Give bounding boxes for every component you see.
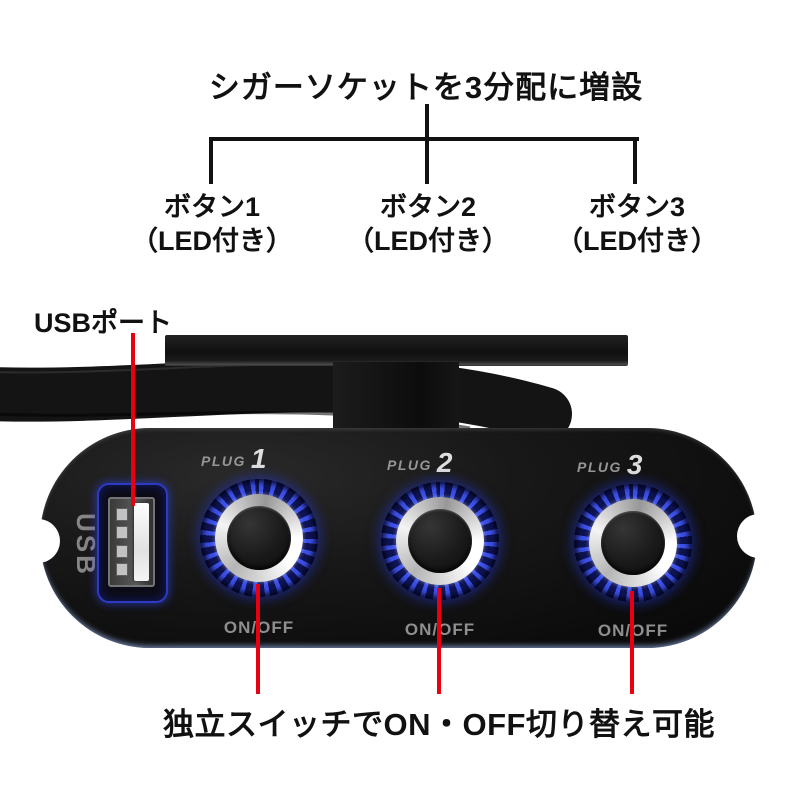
- branch-label-button2: ボタン2 （LED付き）: [347, 190, 509, 258]
- plug-1-label: PLUG 1: [201, 443, 267, 474]
- leader-line-plug3: [630, 591, 634, 694]
- plug-1-silver-ring: [215, 494, 303, 582]
- plug-3-power-button: [574, 484, 692, 602]
- plug-1-word: PLUG: [201, 453, 246, 469]
- plug-3-button-face: [601, 511, 665, 575]
- button1-name: ボタン1: [163, 192, 261, 222]
- plug-3-label: PLUG 3: [577, 449, 643, 480]
- mount-stem: [333, 362, 459, 432]
- usb-port-label: USBポート: [33, 308, 173, 338]
- bottom-caption: 独立スイッチでON・OFF切り替え可能: [163, 707, 715, 742]
- bracket-drop-2: [425, 137, 429, 184]
- bracket-bar: [209, 137, 639, 141]
- usb-socket: [108, 497, 155, 587]
- left-edge-notch: [16, 519, 60, 563]
- plug-2-power-button: [381, 482, 499, 600]
- usb-tongue: [134, 503, 149, 581]
- plug-2-button-face: [408, 509, 472, 573]
- branch-label-button3: ボタン3 （LED付き）: [556, 190, 718, 258]
- button2-name: ボタン2: [379, 192, 477, 222]
- bracket-drop-1: [209, 137, 213, 184]
- plug-3-silver-ring: [589, 499, 677, 587]
- right-edge-notch: [737, 514, 781, 558]
- plug-3-word: PLUG: [577, 459, 622, 475]
- branch-label-button1: ボタン1 （LED付き）: [131, 190, 293, 258]
- button3-led-note: （LED付き）: [556, 226, 718, 256]
- plug-2-silver-ring: [396, 497, 484, 585]
- bracket-drop-3: [633, 137, 637, 184]
- plug-2-number: 2: [436, 447, 453, 478]
- plug-3-number: 3: [626, 449, 643, 480]
- button3-name: ボタン3: [588, 192, 686, 222]
- button1-led-note: （LED付き）: [131, 226, 293, 256]
- mount-plate: [165, 335, 628, 366]
- plug-2-word: PLUG: [387, 457, 432, 473]
- plug-1-power-button: [200, 479, 318, 597]
- bracket-stem: [425, 104, 429, 140]
- diagram-title: シガーソケットを3分配に増設: [208, 70, 644, 105]
- plug-2-label: PLUG 2: [387, 447, 453, 478]
- leader-line-plug1: [256, 584, 260, 694]
- plug-1-number: 1: [250, 443, 267, 474]
- plug-1-button-face: [227, 506, 291, 570]
- button2-led-note: （LED付き）: [347, 226, 509, 256]
- usb-contacts: [116, 508, 128, 576]
- usb-side-text: USB: [71, 513, 101, 577]
- leader-line-usb: [131, 333, 135, 506]
- leader-line-plug2: [437, 588, 441, 694]
